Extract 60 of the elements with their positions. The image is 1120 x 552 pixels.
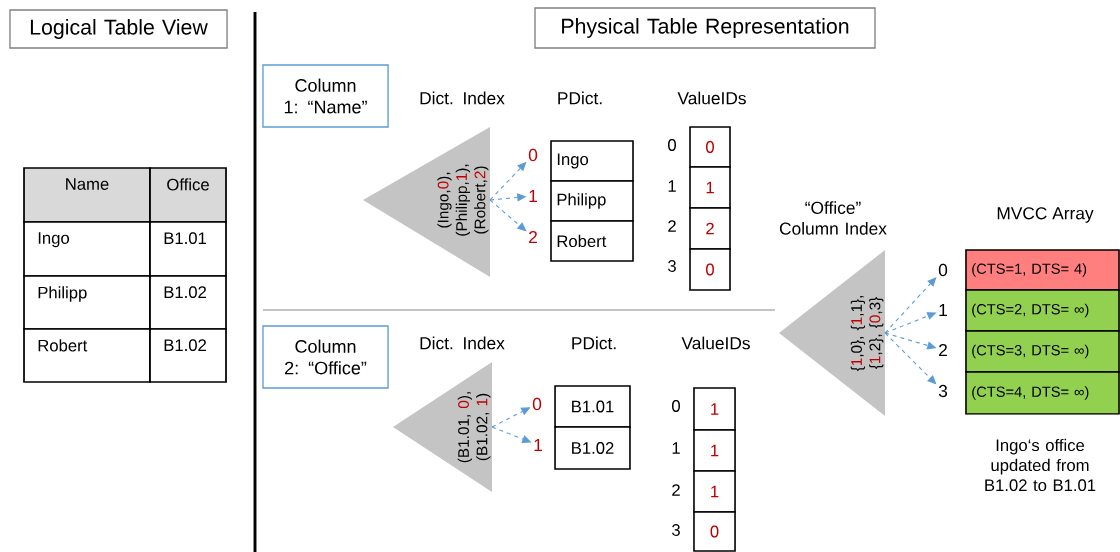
table-cell: B1.02 (149, 275, 227, 330)
table-cell: Name (23, 167, 151, 223)
row-number: 1 (672, 442, 680, 454)
table-cell: B1.02 (149, 328, 227, 383)
column-heading: PDict. (558, 91, 602, 105)
array-cell: (CTS=2, DTS= ∞) (965, 289, 1120, 332)
column-heading: Dict. Index (420, 336, 505, 350)
column-heading: ValueIDs (681, 336, 750, 350)
index-triangle: (B1.01, 0), (B1.02, 1) (393, 362, 492, 492)
array-cell: 2 (689, 207, 731, 250)
row-number: 0 (668, 139, 676, 151)
array-cell: (CTS=4, DTS= ∞) (965, 371, 1120, 415)
table-cell: Philipp (23, 275, 151, 330)
arrow (884, 332, 937, 385)
array-cell: 0 (693, 511, 736, 552)
table-cell: Ingo (23, 221, 151, 277)
index-number: 0 (938, 263, 948, 277)
array-cell: 1 (693, 470, 736, 513)
header-box: Column 1: “Name” (262, 64, 389, 128)
index-number: 0 (532, 397, 542, 411)
array-cell: 0 (689, 248, 731, 291)
index-number: 3 (938, 384, 948, 398)
arrow (884, 277, 937, 334)
column-heading: PDict. (572, 336, 616, 350)
array-cell: 1 (693, 387, 736, 431)
index-triangle: {1,0}, {1,1}, {1,2}, {0,3} (779, 250, 885, 416)
row-number: 2 (672, 484, 680, 496)
index-number: 2 (939, 343, 947, 357)
header-box: Logical Table View (9, 9, 228, 49)
column-heading: “Office” Column Index (779, 201, 887, 235)
table-cell: Office (149, 167, 227, 223)
header-box: Column 2: “Office” (262, 325, 389, 389)
row-number: 2 (668, 220, 676, 232)
array-cell: B1.02 (554, 426, 631, 470)
row-number: 0 (672, 400, 680, 412)
row-number: 3 (672, 524, 680, 536)
array-cell: Ingo (550, 140, 634, 182)
array-cell: Philipp (550, 180, 634, 222)
array-cell: (CTS=1, DTS= 4) (965, 249, 1120, 291)
note: Ingo‘s office updated from B1.02 to B1.01 (985, 438, 1096, 492)
column-heading: Dict. Index (420, 91, 505, 105)
index-number: 1 (534, 439, 542, 451)
array-cell: 1 (693, 429, 736, 472)
index-number: 1 (529, 190, 537, 202)
arrow (489, 199, 527, 232)
array-cell: 0 (689, 126, 731, 168)
row-number: 1 (668, 180, 676, 192)
array-cell: (CTS=3, DTS= ∞) (965, 330, 1120, 373)
row-number: 3 (668, 260, 676, 272)
array-cell: Robert (550, 220, 634, 262)
column-heading: ValueIDs (677, 91, 746, 105)
column-heading: MVCC Array (997, 207, 1094, 223)
index-number: 2 (529, 230, 537, 244)
table-cell: Robert (23, 328, 151, 383)
array-cell: 1 (689, 166, 731, 209)
index-number: 0 (528, 148, 538, 162)
header-box: Physical Table Representation (534, 7, 876, 49)
index-number: 1 (939, 304, 947, 316)
array-cell: B1.01 (554, 385, 631, 428)
table-cell: B1.01 (149, 221, 227, 277)
